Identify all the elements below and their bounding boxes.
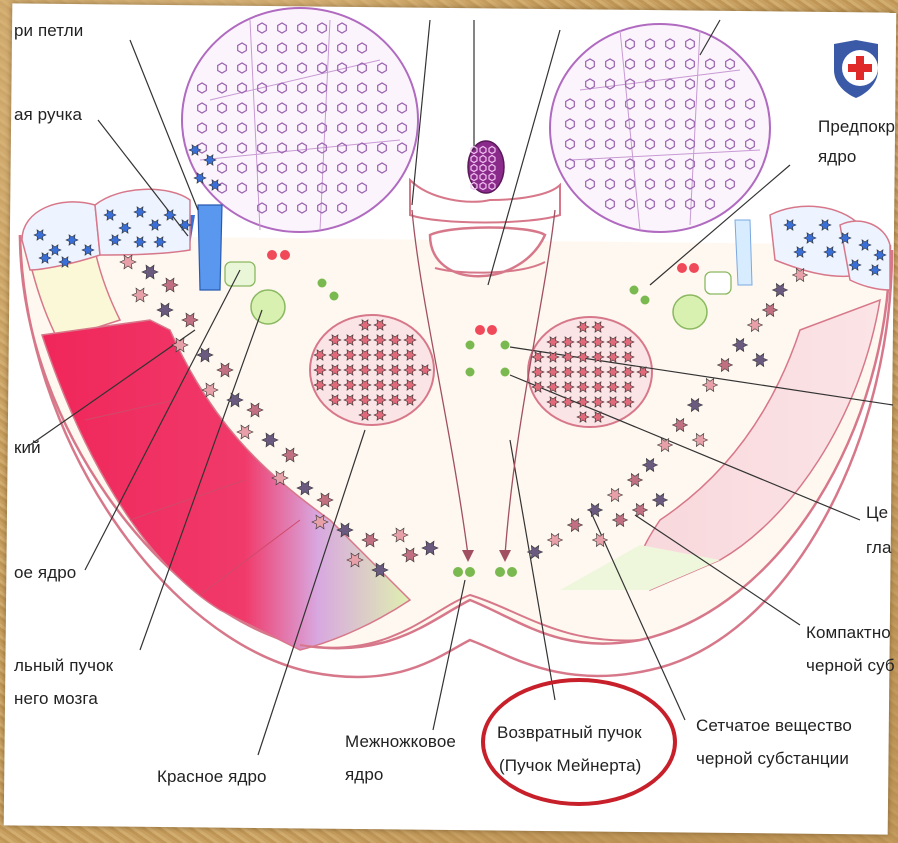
medical-cross-shield-icon (830, 38, 882, 100)
label-bundle-2: него мозга (14, 688, 98, 709)
label-red-nucleus: Красное ядро (157, 766, 267, 787)
label-reticular-2: черной субстанции (696, 748, 849, 769)
left-blue-bar (198, 205, 222, 290)
label-central-1: Це (866, 502, 888, 523)
label-pre-1: Предпокр (818, 116, 895, 137)
label-interpeduncular-2: ядро (345, 764, 383, 785)
left-green-nucleus (251, 290, 285, 324)
highlight-circle (481, 678, 677, 806)
right-green-nucleus (673, 295, 707, 329)
label-central-2: гла (866, 537, 892, 558)
label-handle: ая ручка (14, 104, 82, 125)
label-compact-1: Компактно (806, 622, 891, 643)
right-blue-bar (735, 220, 752, 285)
right-colliculus (550, 24, 770, 232)
label-nucleus-left: ое ядро (14, 562, 76, 583)
label-loop: ри петли (14, 20, 83, 41)
label-interpeduncular-1: Межножковое (345, 731, 456, 752)
label-compact-2: черной суб (806, 655, 895, 676)
label-bundle-1: льный пучок (14, 655, 113, 676)
left-colliculus (182, 8, 418, 232)
label-kiy: кий (14, 437, 41, 458)
label-reticular-1: Сетчатое вещество (696, 715, 852, 736)
label-pre-2: ядро (818, 146, 856, 167)
